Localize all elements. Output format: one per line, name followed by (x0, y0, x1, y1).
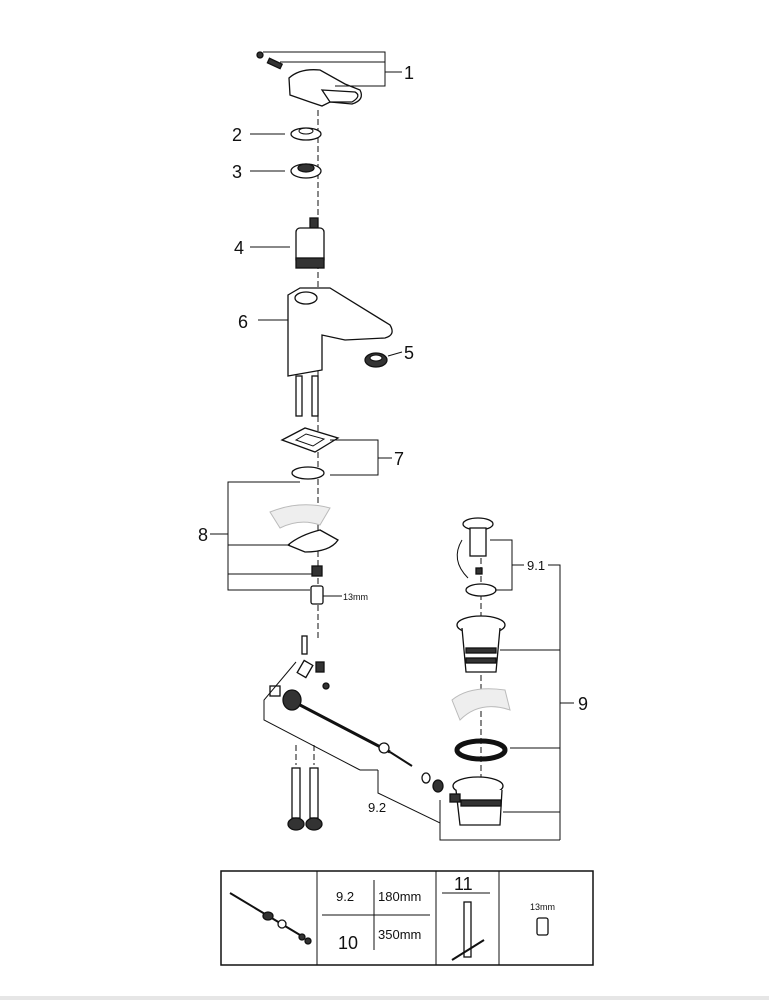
rod-length-2: 350mm (378, 927, 421, 942)
tool-illustration (451, 901, 485, 961)
callout-7: 7 (394, 449, 404, 469)
nut-illustration (536, 917, 549, 936)
callout-8: 8 (198, 525, 208, 545)
nut-size: 13mm (530, 902, 555, 912)
part-2-cap: 2 (232, 125, 322, 145)
tool-number: 11 (454, 874, 473, 894)
bottom-border (0, 996, 769, 1000)
part-1-handle: 1 (256, 51, 414, 107)
callout-9-2: 9.2 (368, 800, 386, 815)
part-3-nut: 3 (232, 162, 322, 182)
callout-2: 2 (232, 125, 242, 145)
callout-5: 5 (404, 343, 414, 363)
part-7-gasket: 7 (280, 427, 404, 480)
part-9-drain-set: 9.1 9 (439, 517, 588, 841)
part-8-fixing-set: 8 13mm (198, 481, 368, 605)
callout-13mm: 13mm (343, 592, 368, 602)
rod-length-1: 180mm (378, 889, 421, 904)
part-5-aerator: 5 (364, 343, 414, 368)
rod-code-2: 10 (338, 933, 358, 953)
callout-3: 3 (232, 162, 242, 182)
accessories-table: 9.2 180mm 10 350mm 11 13mm (220, 870, 594, 966)
part-4-cartridge: 4 (234, 217, 325, 269)
part-6-body: 6 (238, 287, 393, 417)
pop-up-rod-assembly: 9.2 (263, 635, 444, 831)
rod-illustration (229, 892, 312, 945)
callout-4: 4 (234, 238, 244, 258)
rod-code-1: 9.2 (336, 889, 354, 904)
callout-6: 6 (238, 312, 248, 332)
callout-9: 9 (578, 694, 588, 714)
callout-1: 1 (404, 63, 414, 83)
callout-9-1: 9.1 (527, 558, 545, 573)
